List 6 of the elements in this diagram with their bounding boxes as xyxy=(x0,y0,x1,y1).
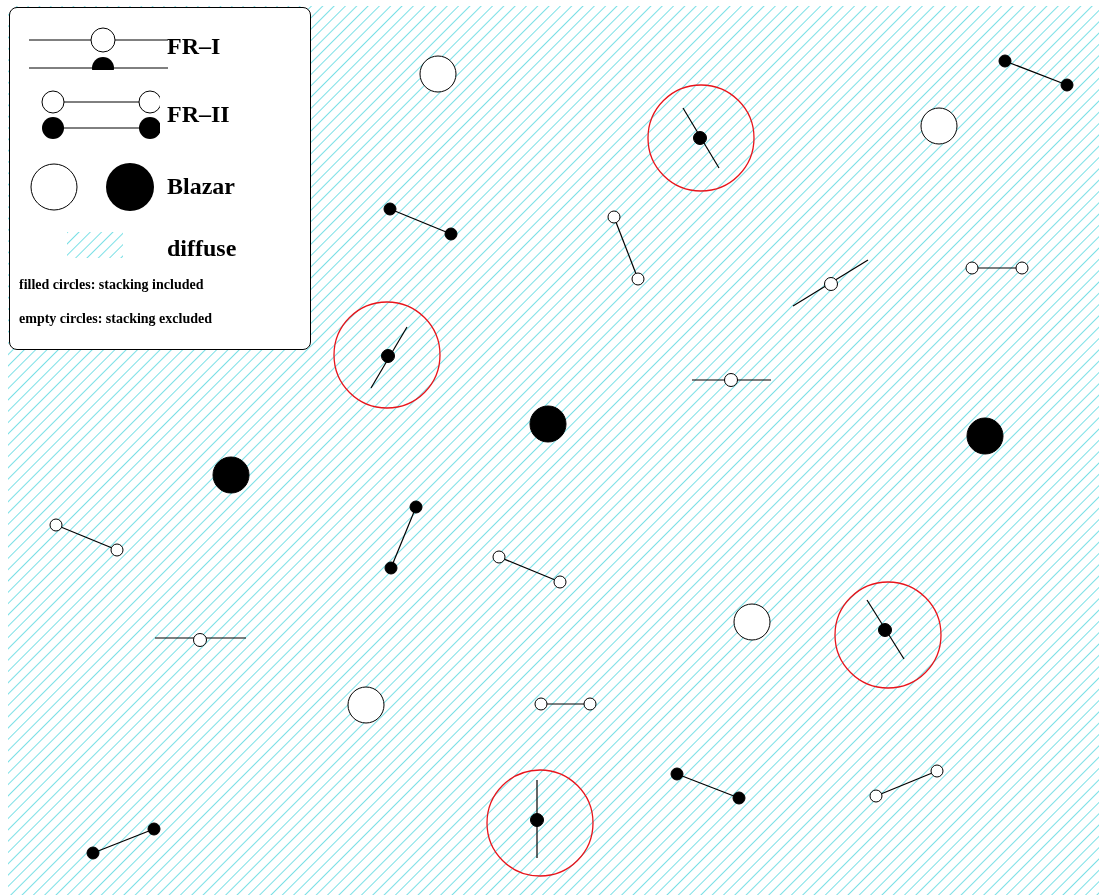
legend-label: FR–I xyxy=(167,34,221,58)
note-text: empty circles: stacking excluded xyxy=(19,312,212,326)
legend-label: Blazar xyxy=(167,174,235,198)
legend-label: diffuse xyxy=(167,236,237,260)
legend-label: FR–II xyxy=(167,102,230,126)
note-text: filled circles: stacking included xyxy=(19,278,204,292)
